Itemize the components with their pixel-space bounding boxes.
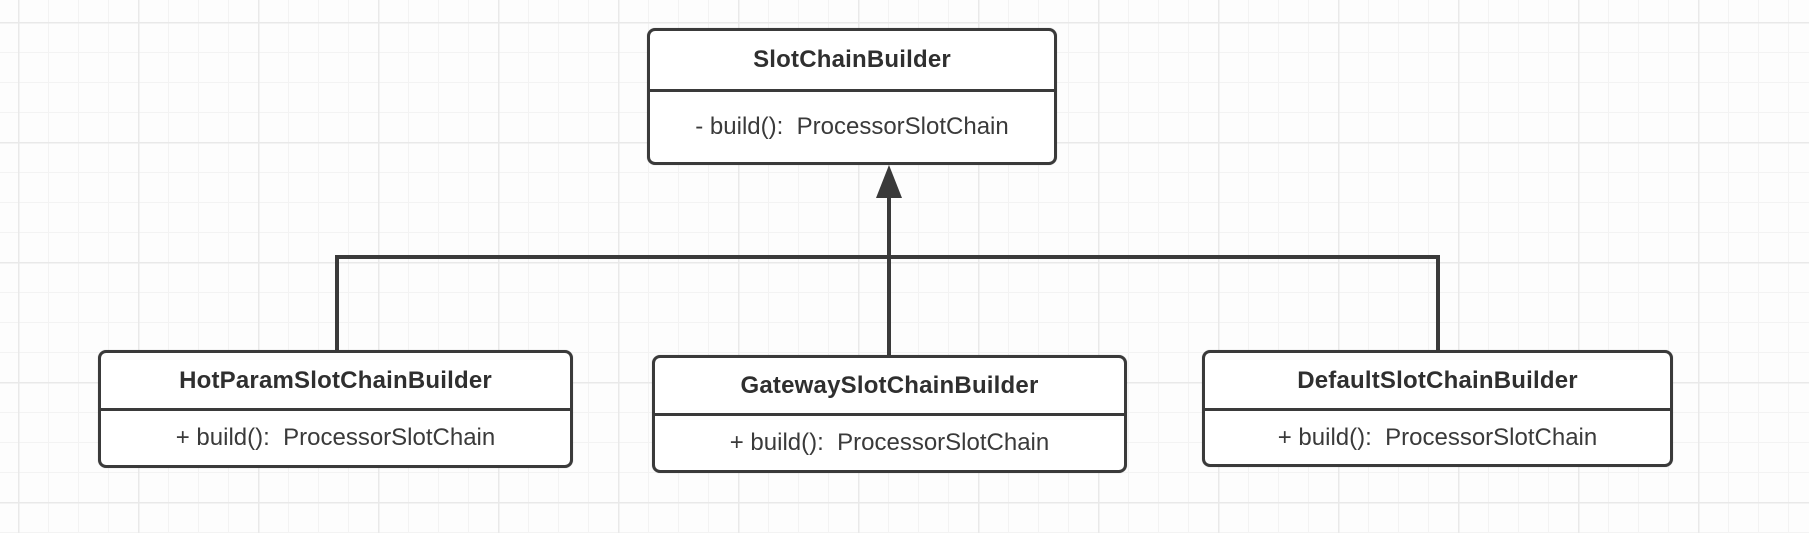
class-name: GatewaySlotChainBuilder [655, 358, 1124, 416]
class-box-slotchainbuilder: SlotChainBuilder - build(): ProcessorSlo… [647, 28, 1057, 165]
class-name: HotParamSlotChainBuilder [101, 353, 570, 411]
class-method: + build(): ProcessorSlotChain [175, 424, 496, 451]
class-box-hotparamslotchainbuilder: HotParamSlotChainBuilder + build(): Proc… [98, 350, 573, 468]
inheritance-arrowhead-icon [876, 165, 902, 198]
branch-connector-line [335, 255, 1440, 350]
class-box-defaultslotchainbuilder: DefaultSlotChainBuilder + build(): Proce… [1202, 350, 1673, 467]
class-method: + build(): ProcessorSlotChain [1277, 423, 1598, 451]
class-name: DefaultSlotChainBuilder [1205, 353, 1670, 411]
class-method: - build(): ProcessorSlotChain [695, 113, 1009, 140]
class-box-gatewayslotchainbuilder: GatewaySlotChainBuilder + build(): Proce… [652, 355, 1127, 473]
class-method: + build(): ProcessorSlotChain [729, 429, 1050, 456]
class-name: SlotChainBuilder [650, 31, 1054, 92]
